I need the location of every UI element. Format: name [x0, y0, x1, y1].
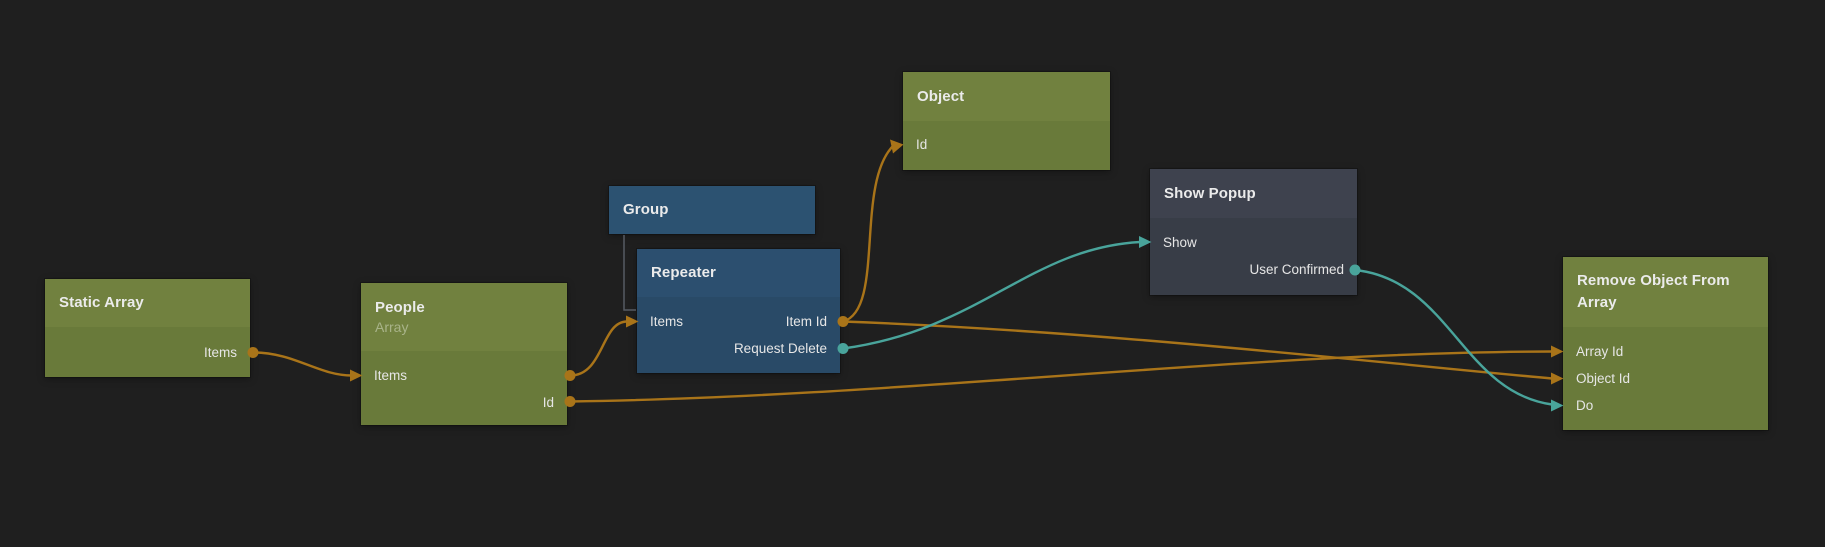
- node-people[interactable]: People Array Items Id: [361, 283, 567, 425]
- port-label: Items: [203, 345, 237, 360]
- wire-repeater-itemid-to-remove-objectid[interactable]: [837, 316, 1564, 385]
- node-title: Show Popup: [1164, 184, 1256, 202]
- node-static-array[interactable]: Static Array Items: [45, 279, 250, 377]
- port-static-array-items-output[interactable]: Items: [45, 339, 250, 366]
- port-repeater-items-input[interactable]: Items: [650, 314, 684, 329]
- port-label: User Confirmed: [1249, 262, 1344, 277]
- node-group[interactable]: Group: [609, 186, 815, 234]
- port-show-popup-show-input[interactable]: Show: [1150, 229, 1357, 256]
- node-show-popup[interactable]: Show Popup Show User Confirmed: [1150, 169, 1357, 295]
- node-title: Group: [623, 201, 669, 218]
- wire-showpopup-userconfirmed-to-remove-do[interactable]: [1349, 264, 1564, 412]
- port-label: Items: [374, 368, 408, 383]
- node-group-header[interactable]: Group: [609, 186, 815, 234]
- port-remove-arrayid-input[interactable]: Array Id: [1563, 338, 1768, 365]
- node-title: Repeater: [651, 264, 716, 281]
- port-label: Id: [542, 395, 554, 410]
- port-people-id-output[interactable]: Id: [361, 389, 567, 416]
- port-remove-do-input[interactable]: Do: [1563, 392, 1768, 419]
- node-remove-object-from-array[interactable]: Remove Object From Array Array Id Object…: [1563, 257, 1768, 430]
- node-repeater-header[interactable]: Repeater: [637, 249, 840, 297]
- node-title: Static Array: [59, 294, 144, 311]
- node-show-popup-header[interactable]: Show Popup: [1150, 169, 1357, 218]
- node-object[interactable]: Object Id: [903, 72, 1110, 170]
- node-people-body: Items Id: [361, 351, 567, 425]
- port-object-id-input[interactable]: Id: [903, 131, 1110, 158]
- node-title: Object: [917, 87, 965, 105]
- port-label: Do: [1576, 398, 1594, 413]
- hierarchy-line-group-repeater: [623, 235, 636, 311]
- wire-people-items-to-repeater-items[interactable]: [564, 315, 639, 382]
- port-show-popup-userconfirmed-output[interactable]: User Confirmed: [1150, 256, 1357, 283]
- wire-staticarray-items-to-people-items[interactable]: [247, 347, 363, 382]
- node-repeater-body: Items Item Id Request Delete: [637, 297, 840, 373]
- node-title: Remove Object From Array: [1577, 272, 1730, 311]
- port-row-items-itemid: Items Item Id: [637, 308, 840, 335]
- node-remove-body: Array Id Object Id Do: [1563, 327, 1768, 430]
- node-subtitle: Array: [375, 318, 409, 335]
- port-people-items[interactable]: Items: [361, 362, 567, 389]
- node-show-popup-body: Show User Confirmed: [1150, 218, 1357, 295]
- port-label: Object Id: [1576, 371, 1631, 386]
- port-label: Request Delete: [733, 341, 827, 356]
- node-static-array-body: Items: [45, 327, 250, 377]
- node-object-body: Id: [903, 121, 1110, 170]
- port-label: Id: [916, 137, 928, 152]
- node-object-header[interactable]: Object: [903, 72, 1110, 121]
- node-remove-header[interactable]: Remove Object From Array: [1563, 257, 1768, 327]
- port-remove-objectid-input[interactable]: Object Id: [1563, 365, 1768, 392]
- node-people-header[interactable]: People Array: [361, 283, 567, 351]
- node-repeater[interactable]: Repeater Items Item Id Request Delete: [637, 249, 840, 373]
- port-label: Array Id: [1576, 344, 1624, 359]
- port-repeater-requestdelete-output[interactable]: Request Delete: [637, 335, 840, 362]
- wire-repeater-requestdelete-to-showpopup-show[interactable]: [837, 236, 1152, 354]
- node-title: People: [375, 298, 425, 316]
- port-repeater-itemid-output[interactable]: Item Id: [785, 314, 827, 329]
- node-static-array-header[interactable]: Static Array: [45, 279, 250, 327]
- port-label: Show: [1163, 235, 1197, 250]
- wire-repeater-itemid-to-object-id[interactable]: [842, 139, 904, 323]
